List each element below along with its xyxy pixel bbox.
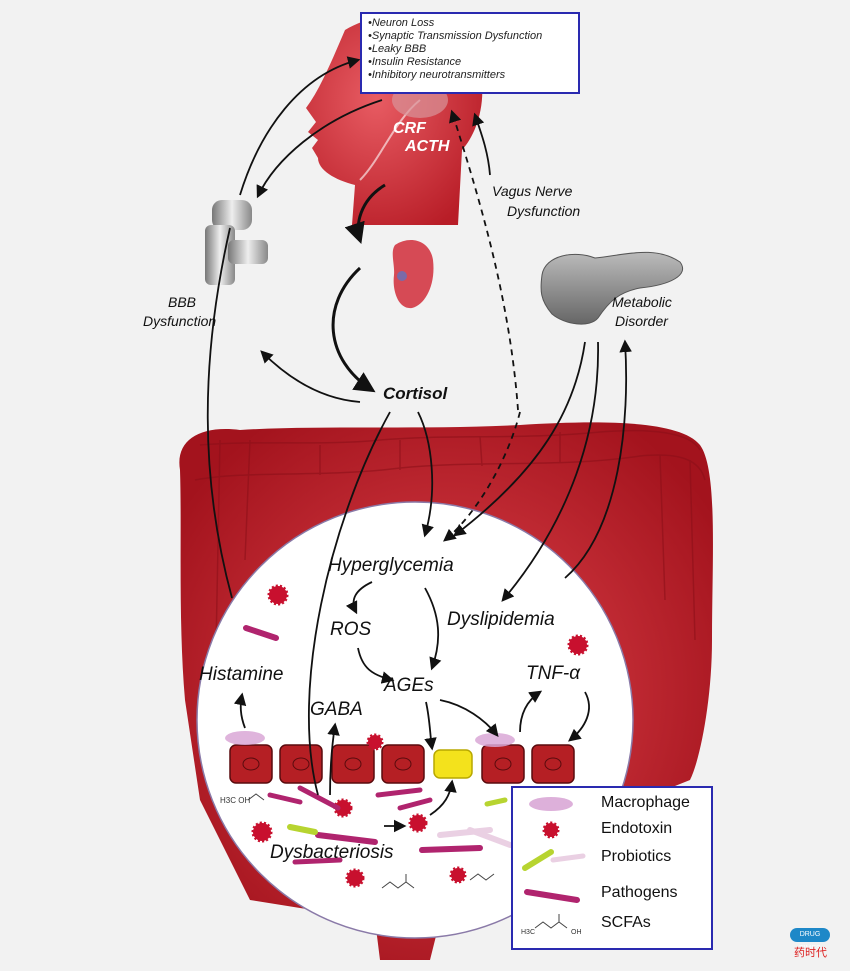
histamine-label: Histamine xyxy=(199,664,284,685)
macrophage-cells xyxy=(225,731,515,747)
gaba-label: GABA xyxy=(310,699,363,720)
drugtimes-chinese-mark: 药时代 xyxy=(794,947,827,959)
vagus-label-line2: Dysfunction xyxy=(507,203,581,219)
legend-probiotics-label: Probiotics xyxy=(601,848,672,865)
brain-effect-item: •Inhibitory neurotransmitters xyxy=(368,69,506,81)
brain-effect-item: •Synaptic Transmission Dysfunction xyxy=(368,30,543,42)
scfa-formula-label: H3C OH xyxy=(220,796,251,805)
ages-label: AGEs xyxy=(384,675,434,696)
crf-label: CRF xyxy=(393,120,426,137)
adrenal-gland-illustration xyxy=(392,240,434,309)
bbb-label-line1: BBB xyxy=(168,294,197,310)
microbe-rods xyxy=(243,625,513,865)
svg-text:H3C: H3C xyxy=(521,929,535,936)
acth-label: ACTH xyxy=(405,138,450,155)
legend-macrophage-label: Macrophage xyxy=(601,794,690,811)
metabolic-label-line2: Disorder xyxy=(615,313,668,329)
cortisol-label: Cortisol xyxy=(383,384,448,403)
legend-endotoxin-label: Endotoxin xyxy=(601,820,673,837)
svg-text:OH: OH xyxy=(571,929,582,936)
endotoxin-particles xyxy=(251,584,589,888)
hyperglycemia-label: Hyperglycemia xyxy=(328,555,454,576)
dyslipidemia-label: Dyslipidemia xyxy=(447,609,555,630)
scfa-icon: H3C OH xyxy=(521,914,582,936)
brain-effect-item: •Insulin Resistance xyxy=(368,56,462,68)
epithelial-layer xyxy=(229,744,575,784)
legend-pathogens-label: Pathogens xyxy=(601,884,678,901)
brain-effect-item: •Neuron Loss xyxy=(368,17,435,29)
bbb-label-line2: Dysfunction xyxy=(143,313,217,329)
ros-label: ROS xyxy=(330,619,372,640)
brain-effects-box: •Neuron Loss •Synaptic Transmission Dysf… xyxy=(360,12,580,94)
legend-box: H3C OH Macrophage Endotoxin Probiotics P… xyxy=(511,786,713,950)
tnf-alpha-label: TNF-α xyxy=(526,663,581,684)
legend-icons: H3C OH xyxy=(521,797,586,936)
macrophage-icon xyxy=(529,797,573,811)
drugtimes-logo: DRUG TIMES xyxy=(790,928,830,952)
dysbacteriosis-label: Dysbacteriosis xyxy=(270,842,394,863)
brain-effect-item: •Leaky BBB xyxy=(368,43,427,55)
scfa-structures xyxy=(247,793,495,889)
bbb-illustration xyxy=(205,200,268,285)
legend-scfas-label: SCFAs xyxy=(601,914,651,931)
pathway-arrows xyxy=(206,56,632,833)
metabolic-label-line1: Metabolic xyxy=(612,294,672,310)
pancreas-illustration xyxy=(540,251,683,325)
vagus-label-line1: Vagus Nerve xyxy=(492,183,573,199)
probiotics-icon xyxy=(522,849,586,871)
pathogens-icon xyxy=(524,889,580,903)
endotoxin-icon xyxy=(542,821,560,839)
